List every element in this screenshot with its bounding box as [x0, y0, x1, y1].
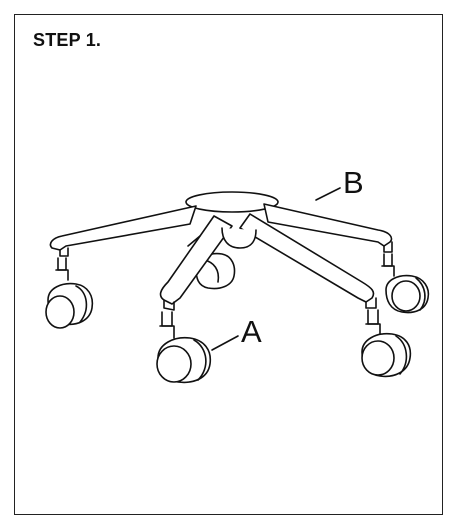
- leader-line-a: [211, 335, 239, 351]
- label-b: B: [343, 165, 364, 200]
- caster-right: [381, 253, 430, 314]
- leader-line-b: [315, 187, 341, 201]
- star-base: [49, 191, 393, 311]
- caster-front-right: [361, 309, 412, 378]
- caster-left: [45, 257, 94, 329]
- label-a: A: [241, 314, 262, 349]
- caster-front-left: [156, 311, 212, 384]
- step-title: STEP 1.: [33, 30, 102, 50]
